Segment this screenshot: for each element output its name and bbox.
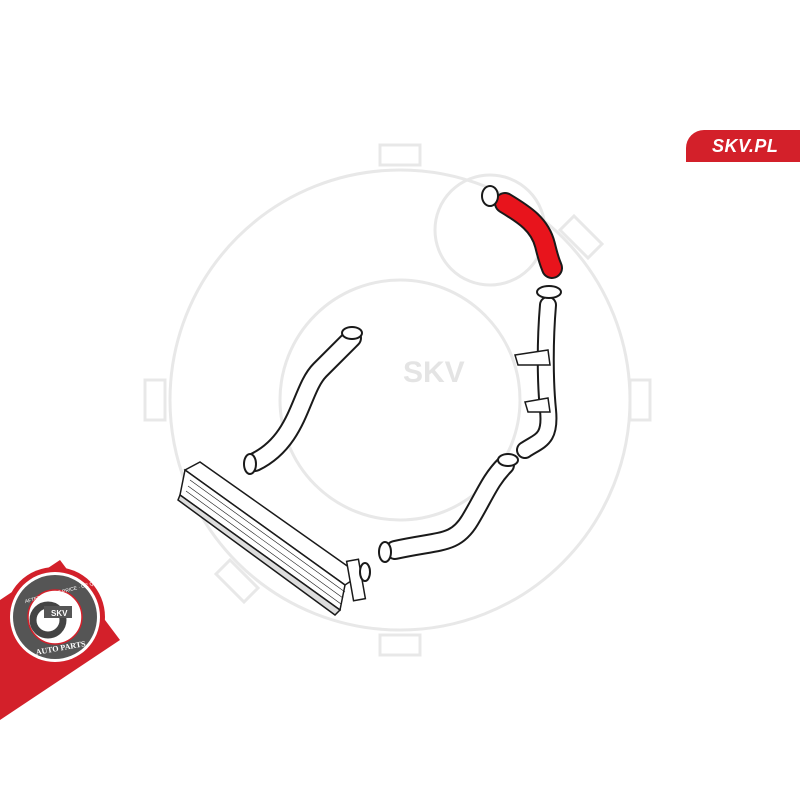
watermark-gear (143, 143, 652, 657)
hose-left-icon (243, 326, 363, 475)
svg-text:SKV: SKV (51, 609, 68, 618)
watermark-text: SKV (403, 356, 465, 389)
intercooler-icon (177, 461, 367, 616)
skv-badge-logo: SKV AFTERMARKET PRICE · OE QUALITY AUTO … (5, 567, 112, 667)
brand-site-tab: SKV.PL (686, 130, 800, 162)
metal-pipe-icon (514, 285, 562, 459)
highlighted-hose-icon (481, 185, 563, 279)
brand-site-label: SKV.PL (712, 136, 779, 156)
hose-bottom-icon (359, 453, 519, 582)
